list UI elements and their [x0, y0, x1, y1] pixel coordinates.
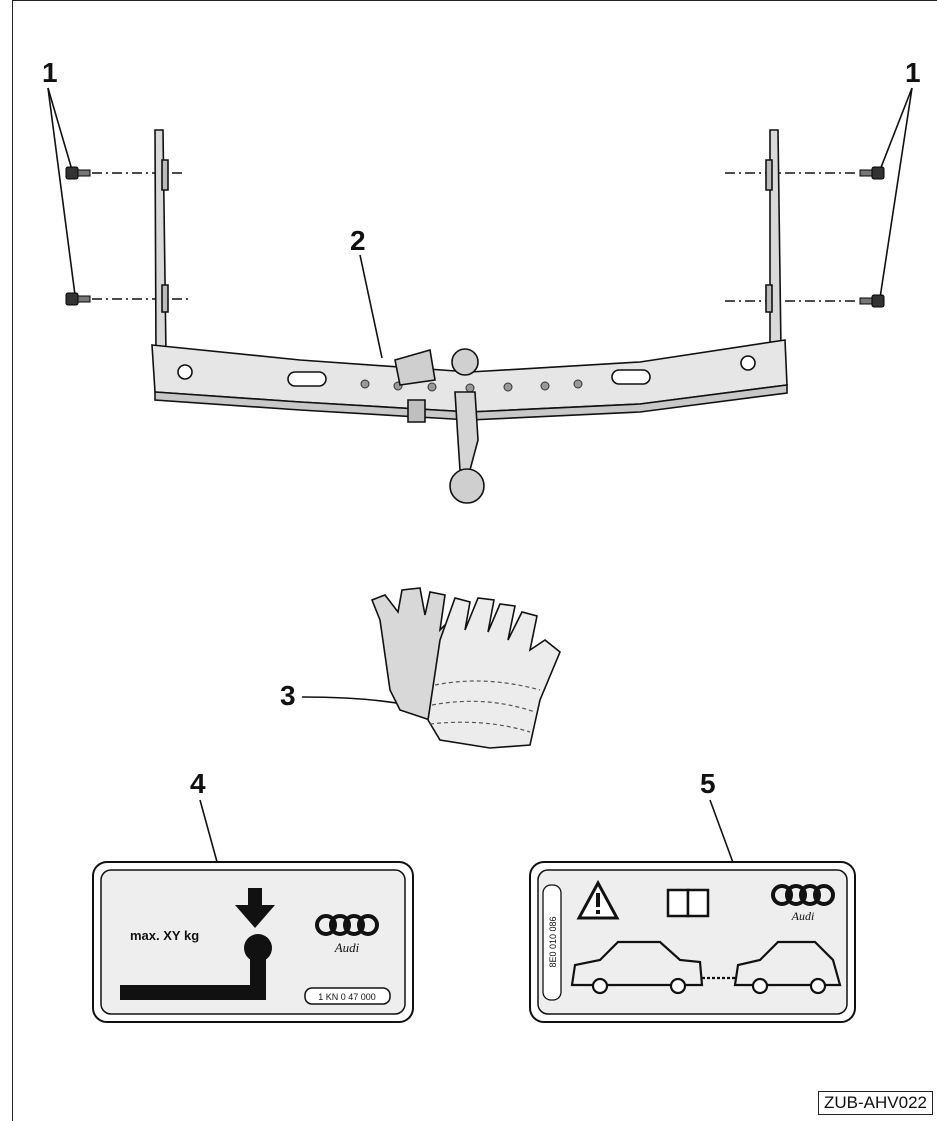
label5-brand: Audi: [791, 909, 815, 923]
down-arrow-icon: [235, 888, 275, 928]
leader-1-left-bottom: [47, 87, 76, 296]
glove-front: [427, 597, 561, 749]
leader-1-right-bottom: [879, 87, 913, 299]
bolts: [65, 166, 885, 308]
label4-brand: Audi: [334, 940, 360, 955]
bolt-right-bottom-icon: [859, 294, 885, 308]
label-max-load: max. XY kg Audi 1 KN 0 47 000: [92, 861, 414, 1023]
bolt-left-top-icon: [65, 166, 91, 180]
leader-5: [709, 799, 736, 869]
leader-1-right-top: [879, 87, 913, 171]
leader-lines: [47, 87, 913, 881]
cars-towing-icon: [570, 940, 842, 995]
callout-1-right: 1: [905, 57, 921, 88]
label4-max-text: max. XY kg: [130, 928, 199, 943]
ball-symbol-icon: [244, 934, 272, 962]
callout-3: 3: [280, 680, 296, 711]
callout-2: 2: [350, 225, 366, 256]
reference-code-box: ZUB-AHV022: [818, 1091, 933, 1115]
gloves-icon: [370, 587, 561, 749]
leader-1-left-top: [47, 87, 73, 171]
leader-2: [359, 254, 383, 359]
tow-ball: [449, 468, 485, 504]
audi-rings-icon: [315, 914, 379, 936]
callout-5: 5: [700, 768, 716, 799]
callout-1-left: 1: [42, 57, 58, 88]
tow-arm-symbol: [120, 958, 266, 1000]
audi-rings-icon-5: [771, 884, 835, 906]
towbar-crossmember: [151, 129, 788, 504]
manual-book-icon: [666, 888, 710, 918]
label4-code: 1 KN 0 47 000: [318, 992, 376, 1002]
bolt-right-top-icon: [859, 166, 885, 180]
frame-left-edge: [12, 0, 13, 1121]
frame-top-edge: [12, 0, 937, 1]
label-warning: 8E0 010 086 Audi: [529, 861, 856, 1023]
callout-4: 4: [190, 768, 206, 799]
label5-vertical-code: 8E0 010 086: [548, 916, 558, 967]
bolt-centerlines: [92, 172, 858, 302]
ball-neck: [454, 391, 479, 471]
bolt-left-bottom-icon: [65, 292, 91, 306]
